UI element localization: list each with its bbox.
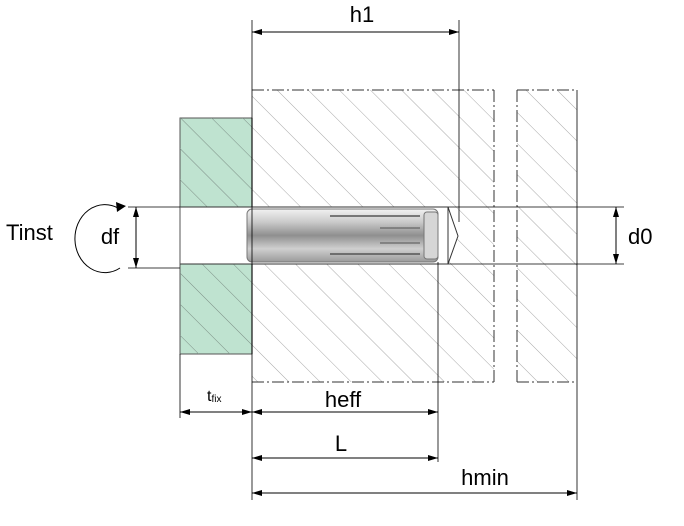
L-dimension: L [252, 431, 438, 461]
drop-in-anchor [246, 208, 439, 263]
L-label: L [335, 431, 347, 456]
tfix-label: tfix [207, 388, 221, 405]
d0-label: d0 [628, 224, 652, 249]
tinst-label: Tinst [6, 220, 53, 245]
hmin-dimension: hmin [252, 465, 577, 496]
df-dimension: df [101, 207, 139, 268]
extension-lines [128, 20, 624, 500]
hmin-label: hmin [461, 465, 509, 490]
h1-dimension: h1 [252, 2, 459, 35]
d0-dimension: d0 [613, 207, 652, 264]
concrete-block-extension [516, 89, 578, 383]
df-label: df [101, 224, 120, 249]
heff-dimension: heff [252, 387, 438, 415]
torque-arrow-icon [74, 202, 126, 274]
heff-label: heff [325, 387, 362, 412]
tfix-dimension: tfix [180, 388, 252, 415]
h1-label: h1 [350, 2, 374, 27]
